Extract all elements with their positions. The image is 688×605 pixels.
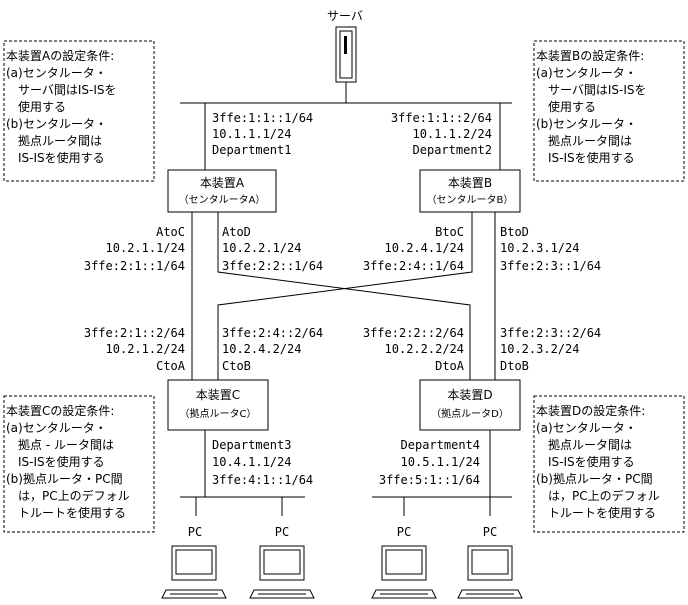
lan-c-ipv4: 10.4.1.1/24: [212, 455, 291, 469]
atoc-name: AtoC: [156, 225, 185, 239]
note-d-line: トルートを使用する: [536, 505, 656, 520]
note-c-line: IS-ISを使用する: [6, 454, 105, 469]
dtoa-ipv6: 3ffe:2:2::2/64: [363, 326, 464, 340]
note-a-line: 本装置Aの設定条件:: [6, 48, 114, 63]
ctoa-ipv4: 10.2.1.2/24: [106, 342, 185, 356]
lan-c-name: Department3: [212, 438, 291, 452]
link-a-top-ipv4: 10.1.1.1/24: [212, 127, 291, 141]
lan-c-ipv6: 3ffe:4:1::1/64: [212, 473, 313, 487]
note-d-line: (b)拠点ルータ・PC間: [536, 472, 653, 486]
note-device-d: 本装置Dの設定条件: (a)センタルータ・ 拠点ルータ間は IS-ISを使用する…: [533, 395, 685, 533]
note-device-b: 本装置Bの設定条件: (a)センタルータ・ サーバ間はIS-ISを 使用する (…: [533, 40, 685, 182]
ctob-ipv4: 10.2.4.2/24: [222, 342, 301, 356]
note-b-line: 本装置Bの設定条件:: [536, 48, 644, 63]
note-device-a: 本装置Aの設定条件: (a)センタルータ・ サーバ間はIS-ISを 使用する (…: [3, 40, 155, 182]
device-b[interactable]: 本装置B （センタルータB）: [419, 169, 521, 213]
ctob-ipv6: 3ffe:2:4::2/64: [222, 326, 323, 340]
device-d-role: （拠点ルータD）: [431, 407, 509, 420]
btoc-ipv4: 10.2.4.1/24: [385, 241, 464, 255]
note-b-line: 使用する: [536, 99, 596, 114]
link-b-top-name: Department2: [413, 143, 492, 157]
server-label: サーバ: [327, 9, 363, 23]
pc-icon[interactable]: [161, 545, 227, 599]
note-c-line: (a)センタルータ・: [6, 421, 107, 435]
pc-icon[interactable]: [457, 545, 523, 599]
atod-name: AtoD: [222, 225, 251, 239]
note-c-line: 本装置Cの設定条件:: [6, 403, 114, 418]
link-b-c: [217, 212, 473, 380]
note-a-line: 拠点ルータ間は: [6, 134, 102, 148]
note-a-line: サーバ間はIS-ISを: [6, 83, 117, 97]
note-b-line: サーバ間はIS-ISを: [536, 83, 647, 97]
note-b-line: IS-ISを使用する: [536, 150, 635, 165]
server-icon: [335, 26, 357, 83]
atod-ipv4: 10.2.2.1/24: [222, 241, 301, 255]
note-b-line: 拠点ルータ間は: [536, 134, 632, 148]
note-a-line: IS-ISを使用する: [6, 150, 105, 165]
note-c-line: トルートを使用する: [6, 505, 126, 520]
device-c[interactable]: 本装置C （拠点ルータC）: [167, 379, 269, 431]
ctoa-ipv6: 3ffe:2:1::2/64: [84, 326, 185, 340]
pc-label-2: PC: [275, 525, 289, 539]
btod-name: BtoD: [500, 225, 529, 239]
device-b-name: 本装置B: [448, 176, 492, 190]
note-d-line: 本装置Dの設定条件:: [536, 403, 645, 418]
note-d-line: IS-ISを使用する: [536, 454, 635, 469]
device-a-role: （センタルータA）: [179, 194, 266, 206]
link-b-top-ipv6: 3ffe:1:1::2/64: [391, 111, 492, 125]
note-b-line: (b)センタルータ・: [536, 117, 637, 131]
note-c-line: (b)拠点ルータ・PC間: [6, 472, 123, 486]
dtob-ipv4: 10.2.3.2/24: [500, 342, 579, 356]
device-a[interactable]: 本装置A （センタルータA）: [167, 169, 277, 213]
btoc-ipv6: 3ffe:2:4::1/64: [363, 259, 464, 273]
atoc-ipv6: 3ffe:2:1::1/64: [84, 259, 185, 273]
device-c-role: （拠点ルータC）: [180, 407, 257, 420]
pc-icon[interactable]: [371, 545, 437, 599]
pc-label-3: PC: [397, 525, 411, 539]
dtob-ipv6: 3ffe:2:3::2/64: [500, 326, 601, 340]
note-c-line: 拠点 - ルータ間は: [6, 438, 114, 452]
link-a-top-name: Department1: [212, 143, 291, 157]
dtoa-name: DtoA: [435, 359, 465, 373]
ctoa-name: CtoA: [156, 359, 186, 373]
dtoa-ipv4: 10.2.2.2/24: [385, 342, 464, 356]
note-device-c: 本装置Cの設定条件: (a)センタルータ・ 拠点 - ルータ間は IS-ISを使…: [3, 395, 155, 533]
note-a-line: (a)センタルータ・: [6, 66, 107, 80]
device-a-name: 本装置A: [200, 176, 245, 190]
dtob-name: DtoB: [500, 359, 529, 373]
atoc-ipv4: 10.2.1.1/24: [106, 241, 185, 255]
lan-d-ipv4: 10.5.1.1/24: [401, 455, 480, 469]
atod-ipv6: 3ffe:2:2::1/64: [222, 259, 323, 273]
lan-d-ipv6: 3ffe:5:1::1/64: [379, 473, 480, 487]
ctob-name: CtoB: [222, 359, 251, 373]
device-c-name: 本装置C: [196, 388, 240, 402]
note-d-line: は，PC上のデフォル: [536, 488, 660, 503]
link-a-top-ipv6: 3ffe:1:1::1/64: [212, 111, 313, 125]
link-b-top-ipv4: 10.1.1.2/24: [413, 127, 492, 141]
pc-label-1: PC: [188, 525, 202, 539]
pc-label-4: PC: [483, 525, 497, 539]
note-a-line: (b)センタルータ・: [6, 117, 107, 131]
device-b-role: （センタルータB）: [427, 194, 514, 206]
pc-icon[interactable]: [249, 545, 315, 599]
note-b-line: (a)センタルータ・: [536, 66, 637, 80]
btod-ipv4: 10.2.3.1/24: [500, 241, 579, 255]
btoc-name: BtoC: [435, 225, 464, 239]
note-d-line: 拠点ルータ間は: [536, 438, 632, 452]
note-d-line: (a)センタルータ・: [536, 421, 637, 435]
note-c-line: は，PC上のデフォル: [6, 488, 130, 503]
device-d[interactable]: 本装置D （拠点ルータD）: [419, 379, 521, 431]
note-a-line: 使用する: [6, 99, 66, 114]
lan-d-name: Department4: [401, 438, 480, 452]
btod-ipv6: 3ffe:2:3::1/64: [500, 259, 601, 273]
device-d-name: 本装置D: [447, 388, 492, 402]
